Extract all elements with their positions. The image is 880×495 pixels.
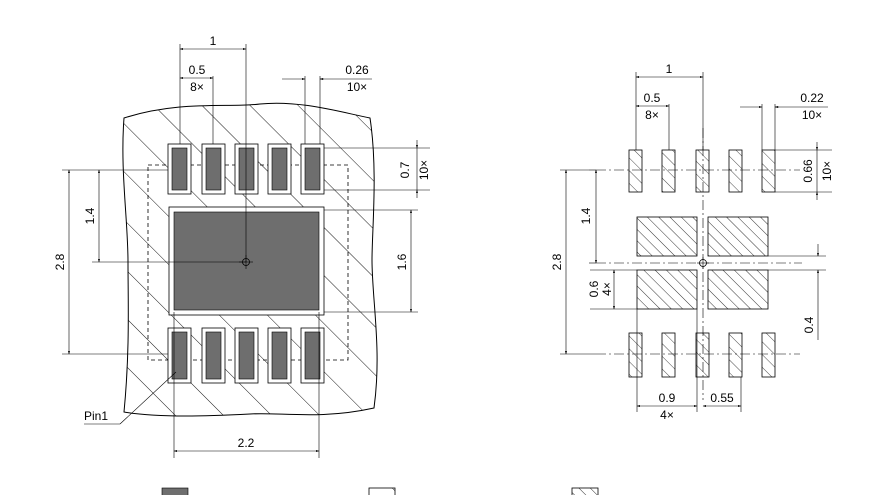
top-pads <box>167 143 325 195</box>
legend-solder-mask-swatch <box>368 487 396 495</box>
dim-opening-count-right: 10× <box>802 108 822 122</box>
stencil-pad-bottom-2 <box>661 332 676 378</box>
stencil-pad-top-5 <box>761 149 776 193</box>
dim-pad-height-count-right: 10× <box>820 161 834 181</box>
stencil-window-tr <box>707 216 769 257</box>
stencil-pad-bottom-1 <box>628 332 643 378</box>
stencil-pad-top-2 <box>661 149 676 193</box>
dim-window-width: 0.9 <box>659 391 676 405</box>
stencil-windows <box>636 216 769 310</box>
dim-overall-height: 2.8 <box>53 253 67 270</box>
dim-opening-right: 0.22 <box>800 91 824 105</box>
stencil-window-br <box>707 269 769 310</box>
stencil-pad-bottom-4 <box>728 332 743 378</box>
stencil-window-bl <box>636 269 698 310</box>
dim-pad-width: 0.5 <box>189 63 206 77</box>
legend-copper-swatch <box>161 487 189 495</box>
dim-pad-width-count: 8× <box>190 80 204 94</box>
dim-pad-height: 0.7 <box>398 161 412 178</box>
left-view: 1 0.5 8× 0.26 10× 0.7 10× 1.4 2.8 <box>53 34 431 458</box>
dim-pad-height-right: 0.66 <box>801 159 815 183</box>
dim-pitch: 1 <box>210 34 217 48</box>
dim-opening: 0.26 <box>345 63 369 77</box>
stencil-pad-top-1 <box>628 149 643 193</box>
stencil-pad-bottom-3 <box>695 332 710 378</box>
dim-pad-height-count: 10× <box>417 160 431 180</box>
stencil-bottom-pads <box>628 332 776 378</box>
stencil-pad-top-3 <box>695 149 710 193</box>
dim-center-offset-right: 1.4 <box>579 207 593 224</box>
dim-window-spacing: 0.55 <box>710 391 734 405</box>
stencil-window-tl <box>636 216 698 257</box>
dim-window-height: 0.6 <box>587 280 601 297</box>
dim-thermal-width: 2.2 <box>238 436 255 450</box>
dim-center-offset: 1.4 <box>83 207 97 224</box>
dim-window-width-count: 4× <box>660 408 674 422</box>
dim-window-height-count: 4× <box>600 282 614 296</box>
dim-opening-count: 10× <box>347 80 367 94</box>
center-mark-right <box>697 257 709 269</box>
stencil-pad-top-4 <box>728 149 743 193</box>
bottom-pads <box>167 327 325 384</box>
legend <box>161 487 599 495</box>
dim-pitch-right: 1 <box>666 62 673 76</box>
stencil-pad-bottom-5 <box>761 332 776 378</box>
dim-thermal-height: 1.6 <box>395 253 409 270</box>
stencil-top-pads <box>628 149 776 193</box>
pin1-label: Pin1 <box>84 409 108 423</box>
right-view: 1 0.5 8× 0.22 10× 0.66 10× 1.4 2.8 <box>550 62 834 422</box>
dim-pad-width-right: 0.5 <box>644 91 661 105</box>
dim-overall-height-right: 2.8 <box>550 253 564 270</box>
dim-window-gap: 0.4 <box>802 316 816 333</box>
dim-pad-width-count-right: 8× <box>645 108 659 122</box>
legend-stencil-swatch <box>571 487 599 495</box>
thermal-pad <box>173 211 320 311</box>
